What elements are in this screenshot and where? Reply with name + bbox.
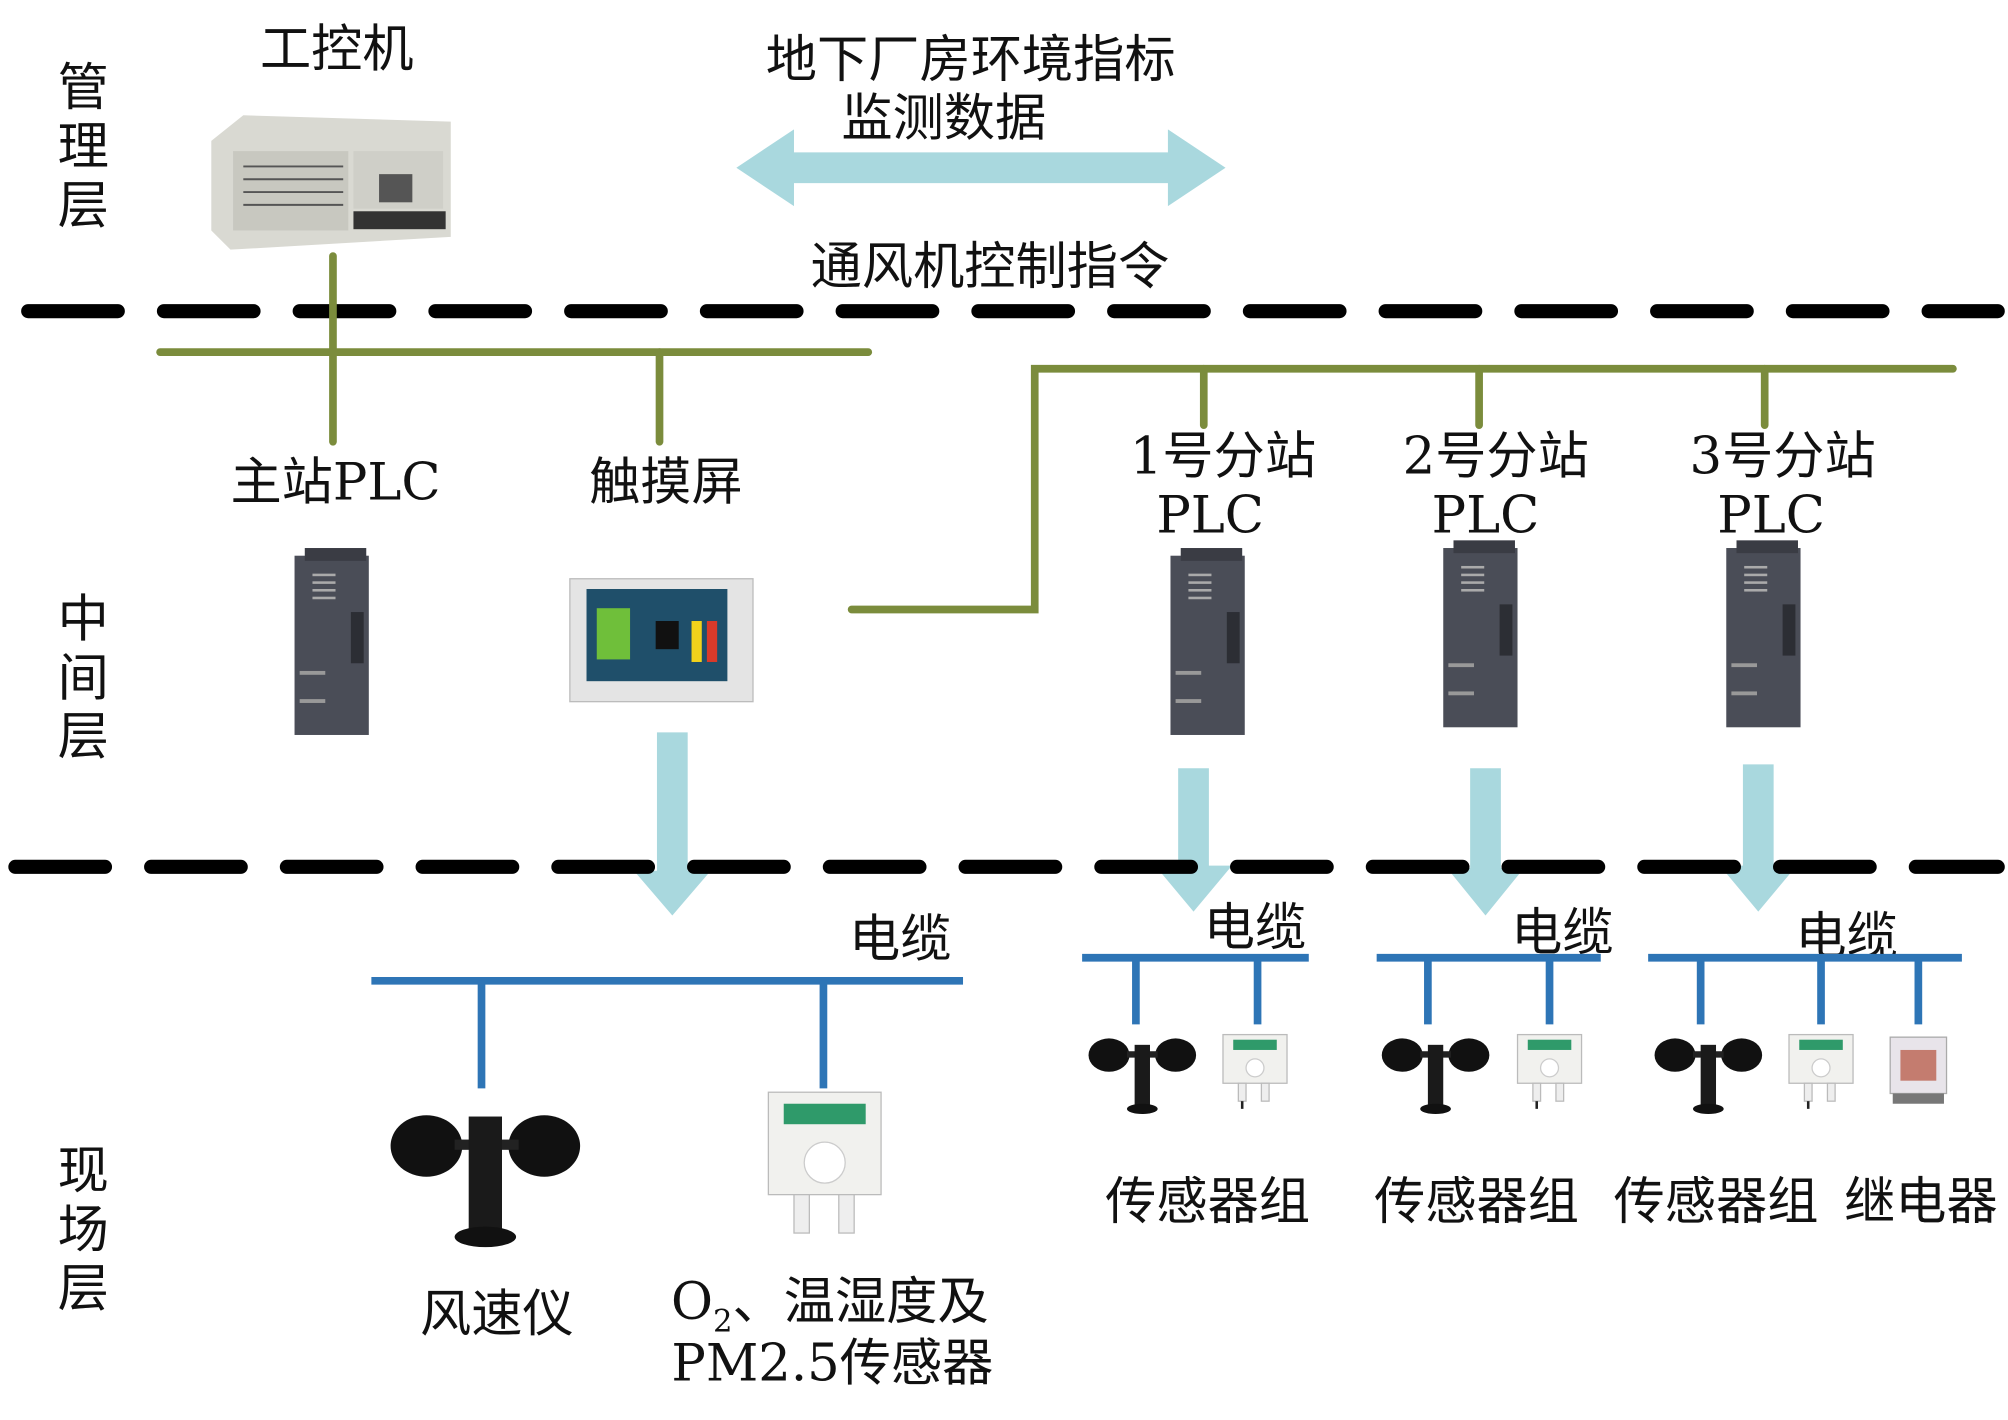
down-arrow-substation-2 [1447, 768, 1524, 916]
control-network-lines [156, 252, 1957, 614]
master-plc-label: 主站PLC [230, 452, 440, 512]
monitoring-data-label-line1: 地下厂房环境指标 [766, 30, 1176, 90]
svg-text:电缆: 电缆 [1204, 898, 1306, 958]
monitoring-data-label-line2: 监测数据 [841, 89, 1046, 149]
industrial-pc-image [211, 115, 451, 250]
layer-label-management: 管 理 层 [58, 58, 109, 236]
touch-screen-label: 触摸屏 [589, 452, 743, 512]
ipc-label: 工控机 [260, 20, 414, 80]
touch-screen-image [569, 578, 754, 703]
layer-label-field: 现 场 层 [58, 1141, 109, 1319]
svg-text:中: 中 [58, 589, 109, 649]
down-arrow-touchscreen [633, 732, 711, 916]
down-arrow-substation-3 [1719, 764, 1797, 912]
sensor-group-2: 电缆 传感器组 [1374, 903, 1613, 1232]
multi-sensor-image [767, 1091, 882, 1234]
svg-text:管: 管 [58, 58, 109, 118]
svg-text:层: 层 [58, 707, 109, 767]
svg-text:层: 层 [58, 1259, 109, 1319]
substation-2: 2号分站 PLC [1403, 427, 1589, 728]
svg-text:传感器组: 传感器组 [1105, 1172, 1310, 1232]
svg-text:2号分站: 2号分站 [1403, 427, 1589, 487]
svg-text:PLC: PLC [1432, 486, 1540, 546]
sensor-label-line1: O2、温湿度及 [671, 1272, 989, 1340]
anemometer-image [390, 1115, 581, 1248]
sensor-group-3: 电缆 传感器组 继电器 [1614, 907, 1998, 1232]
down-arrow-substation-1 [1155, 768, 1232, 912]
svg-text:现: 现 [58, 1141, 109, 1201]
fan-control-command-label: 通风机控制指令 [811, 237, 1170, 297]
svg-text:PLC: PLC [1717, 486, 1825, 546]
svg-text:1号分站: 1号分站 [1130, 427, 1316, 487]
svg-text:理: 理 [58, 117, 109, 177]
sensor-group-1: 电缆 传感器组 [1082, 898, 1310, 1232]
cable-label-main: 电缆 [849, 909, 951, 969]
svg-text:传感器组: 传感器组 [1374, 1172, 1579, 1232]
svg-text:3号分站: 3号分站 [1689, 427, 1875, 487]
master-plc-image [294, 548, 369, 735]
substation-3: 3号分站 PLC [1689, 427, 1876, 728]
bidirectional-data-arrow [736, 129, 1226, 207]
svg-text:层: 层 [58, 176, 109, 236]
substation-1: 1号分站 PLC [1130, 427, 1316, 735]
svg-text:电缆: 电缆 [1511, 903, 1613, 963]
svg-text:PLC: PLC [1156, 486, 1264, 546]
cable-lines-main [371, 976, 964, 1089]
relay-label: 继电器 [1844, 1172, 1998, 1232]
sensor-label-line2: PM2.5传感器 [671, 1333, 993, 1393]
relay-image [1889, 1036, 1948, 1104]
anemometer-label: 风速仪 [420, 1285, 574, 1345]
svg-text:间: 间 [58, 648, 109, 708]
layer-label-middle: 中 间 层 [58, 589, 109, 767]
svg-text:场: 场 [58, 1200, 109, 1260]
svg-text:传感器组: 传感器组 [1614, 1172, 1819, 1232]
